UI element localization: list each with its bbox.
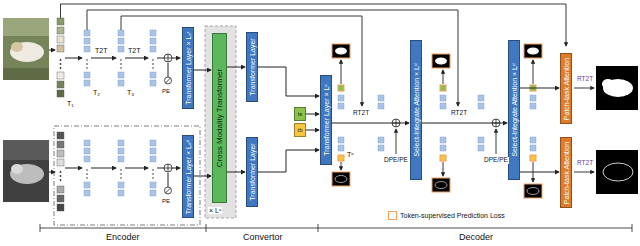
select-integrate-attention: Select-Integrate Attention × Lᵈ [410,40,422,180]
connector-arrow [332,123,409,124]
stage-axis [40,224,632,232]
connector-arrow [194,70,211,71]
node-text: Patch-task Attention [563,141,570,203]
operation-label: T2T [127,47,141,54]
transformer-layer: Transformer Layer [246,137,258,207]
position-embedding-label: PE [161,88,171,94]
node-text: Transformer Layer [249,143,256,200]
operation-label: RT2T [352,110,370,117]
node-text: Select-Integrate Attention × Lᵈ [413,63,420,156]
connector-arrow [520,88,559,89]
token-label: Tᶜ [346,151,355,158]
node-text: tb [297,127,302,133]
transformer-layer: Transformer Layer × Lᶜ [320,75,332,165]
node-text: Select-Integrate Attention × Lᵈ [511,63,518,156]
connector-arrow [306,114,319,115]
depth-image [3,140,49,202]
token-column [84,30,156,196]
connector-arrow [520,172,559,173]
transformer-layer: Transformer Layer [246,32,258,102]
token-label: T₃ [126,89,135,96]
stage-label: Encoder [105,233,141,242]
connector-arrow [258,67,319,96]
operation-label: RT2T [450,110,468,117]
token-label: T₂ [92,89,101,96]
add-symbol [164,54,172,194]
operation-label: T2T [94,47,108,54]
cross-modality-transformer: Cross Modality Transformer [212,33,227,203]
legend-swatch [388,211,397,220]
patch-task-attention: Patch-task Attention [560,137,572,208]
node-text: ts [298,111,303,117]
saliency-map [332,44,638,110]
connector-arrow [306,130,319,131]
skip-connection [61,4,567,106]
connector-arrow [422,123,507,124]
connector-arrow [194,176,211,177]
legend-entry: Token-supervised Prediction Loss [388,211,505,220]
operation-label: RT2T [576,76,594,83]
token-label: T₁ [66,100,75,107]
ellipsis-dots [60,59,62,181]
node-text: Transformer Layer × Lᶜ [323,84,330,156]
connector-arrow [227,172,245,173]
node-text: Transformer Layer × Lₑᵈ [185,139,192,213]
position-embedding-label: PE [161,198,171,204]
stage-label: Decoder [458,233,494,242]
position-embedding-label: DPE/PE [383,157,409,164]
ellipsis-dots [86,59,154,179]
operation-label: RT2T [576,160,594,167]
node-text: Transformer Layer × Lₑʳ [185,31,192,104]
patch-task-attention: Patch-task Attention [560,53,572,124]
transformer-layer: Transformer Layer × Lₑᵈ [182,135,194,218]
node-text: Cross Modality Transformer [216,69,224,167]
connector-arrow [258,150,319,172]
patch-strip [57,18,64,211]
flow-arrow [65,58,180,187]
flow-arrow [341,60,594,182]
stage-label: Convertor [242,233,284,242]
position-embedding-label: DPE/PE [483,157,509,164]
legend-text: Token-supervised Prediction Loss [400,212,505,219]
saliency-token [338,85,536,91]
layer-count: × Lᶜ [208,207,222,214]
boundary-map [332,150,638,198]
rgb-image [3,18,49,80]
node-text: Patch-task Attention [563,57,570,119]
select-integrate-attention: Select-Integrate Attention × Lᵈ [508,40,520,180]
depth-branch-outline [54,126,200,225]
transformer-layer: Transformer Layer × Lₑʳ [182,27,194,109]
boundary-token: tb [294,123,306,137]
node-text: Transformer Layer [249,38,256,95]
convertor-region [205,26,236,218]
saliency-token: ts [294,107,306,121]
connector-arrow [227,67,245,68]
